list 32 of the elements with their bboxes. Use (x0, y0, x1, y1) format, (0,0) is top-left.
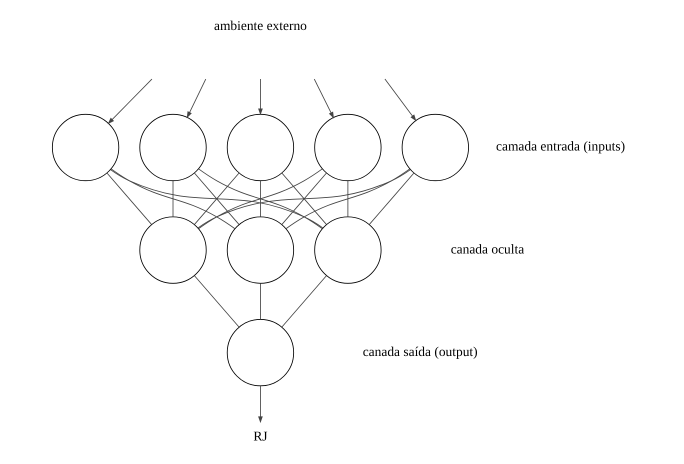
node-circle (314, 216, 382, 284)
arrow (108, 78, 152, 124)
connector (110, 168, 236, 230)
arrow (186, 78, 206, 118)
node-circle (226, 216, 294, 284)
connector (282, 275, 327, 328)
connector (347, 180, 348, 218)
label: canada saída (output) (362, 344, 478, 359)
arrow (314, 78, 334, 119)
connector (198, 168, 323, 230)
arrow (258, 386, 263, 424)
connector (260, 180, 261, 218)
connector (194, 275, 240, 328)
arrow (258, 78, 263, 116)
label: camada entrada (inputs) (496, 138, 626, 154)
node-circle (226, 114, 294, 182)
node-text: RJ (253, 428, 268, 444)
connector (368, 172, 414, 225)
connector (110, 169, 324, 228)
connector (260, 282, 261, 320)
connector (172, 180, 174, 218)
connector (198, 169, 411, 228)
node-circle (314, 114, 382, 182)
node-circle (139, 114, 207, 182)
arrow (384, 78, 416, 122)
label: ambiente externo (214, 18, 307, 34)
node-circle (226, 319, 294, 386)
connector (286, 168, 410, 230)
label: canada oculta (450, 241, 524, 256)
connector (106, 172, 152, 225)
node-circle (139, 216, 207, 284)
node-circle (52, 114, 120, 182)
